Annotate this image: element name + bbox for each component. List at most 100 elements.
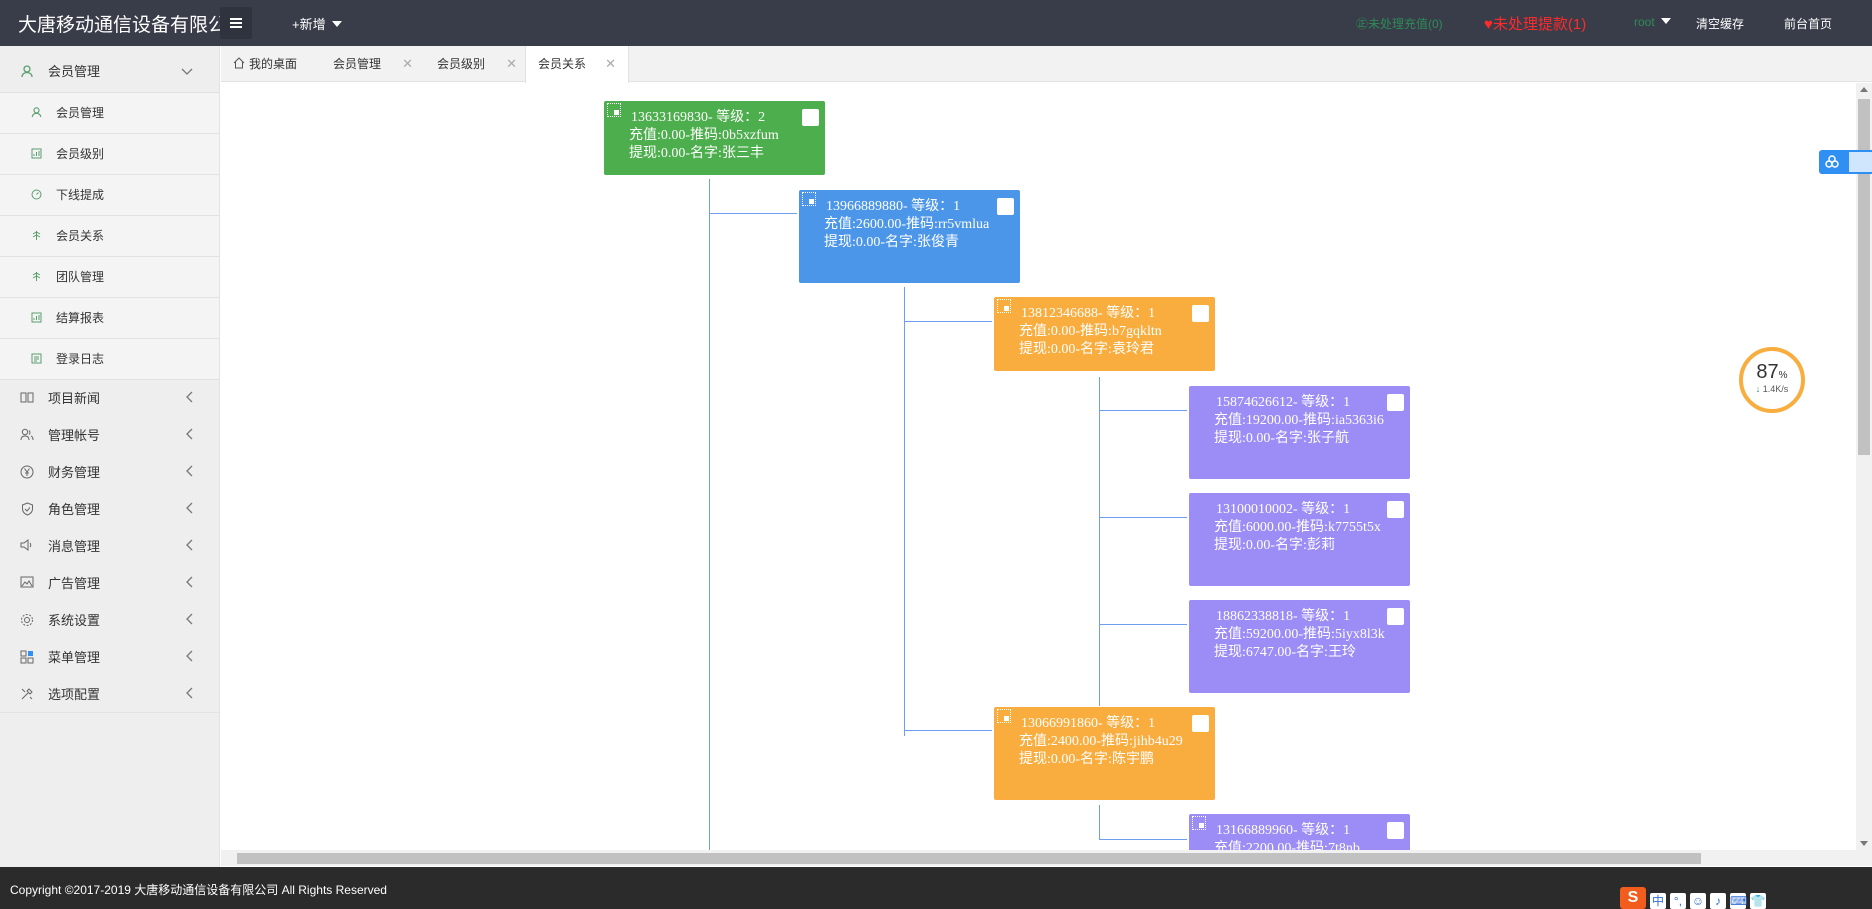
ime-emoji-icon[interactable]: ☺ xyxy=(1690,893,1706,909)
ime-toolbar[interactable]: S 中 °, ☺ ♪ ⌨ 👕 xyxy=(1620,887,1766,909)
node-title: 13966889880- 等级：1 xyxy=(826,199,961,214)
node-checkbox[interactable] xyxy=(1192,715,1209,732)
node-checkbox[interactable] xyxy=(1192,305,1209,322)
node-title: 13812346688- 等级：1 xyxy=(1021,306,1156,321)
tree-node[interactable]: 13812346688- 等级：1 充值:0.00-推码:b7gqkltn 提现… xyxy=(994,297,1215,371)
tree-connector xyxy=(1099,410,1187,411)
yen-icon xyxy=(20,465,34,479)
ime-keyboard-icon[interactable]: ⌨ xyxy=(1730,893,1748,909)
node-withdraw: 提现:0.00-名字:张子航 xyxy=(1214,431,1349,446)
tab-member-level[interactable]: 会员级别 ✕ xyxy=(425,46,529,82)
chevron-left-icon xyxy=(185,676,193,713)
gear-icon xyxy=(20,613,34,627)
tree-node[interactable]: 15874626612- 等级：1 充值:19200.00-推码:ia5363i… xyxy=(1189,386,1410,479)
sidebar-item-login-log[interactable]: 登录日志 xyxy=(0,339,219,380)
sidebar-item-label: 下线提成 xyxy=(56,188,105,202)
expand-icon[interactable] xyxy=(607,103,621,117)
scroll-up-arrow-icon[interactable] xyxy=(1860,87,1868,92)
horizontal-scrollbar[interactable] xyxy=(221,850,1872,866)
sidebar-group-label: 管理帐号 xyxy=(48,428,101,443)
tab-bar: 我的桌面 会员管理 ✕ 会员级别 ✕ 会员关系 ✕ xyxy=(221,46,1872,83)
chevron-left-icon xyxy=(185,380,193,417)
sidebar-item-member-relation[interactable]: 会员关系 xyxy=(0,216,219,257)
network-speed-widget[interactable]: 87% ↓ 1.4K/s xyxy=(1739,347,1805,413)
node-recharge: 充值:2200.00-推码:7t8nb xyxy=(1214,841,1360,850)
sidebar-group-messages[interactable]: 消息管理 xyxy=(0,528,219,565)
sogou-ime-logo[interactable]: S xyxy=(1620,887,1646,909)
sidebar-item-team-manage[interactable]: 团队管理 xyxy=(0,257,219,298)
ime-punctuation-icon[interactable]: °, xyxy=(1670,893,1686,909)
sidebar-item-member-level[interactable]: 会员级别 xyxy=(0,134,219,175)
node-withdraw: 提现:0.00-名字:袁玲君 xyxy=(1019,342,1154,357)
expand-icon[interactable] xyxy=(802,192,816,206)
tree-node[interactable]: 13100010002- 等级：1 充值:6000.00-推码:k7755t5x… xyxy=(1189,493,1410,586)
scrollbar-thumb[interactable] xyxy=(237,853,1701,864)
node-checkbox[interactable] xyxy=(1387,822,1404,839)
tree-connector xyxy=(904,321,992,322)
sidebar: 会员管理 会员管理 会员级别 下线提成 会员关系 团队管理 xyxy=(0,46,220,867)
tab-member-manage[interactable]: 会员管理 ✕ xyxy=(321,46,425,82)
node-checkbox[interactable] xyxy=(1387,394,1404,411)
front-home-link[interactable]: 前台首页 xyxy=(1784,17,1833,31)
speed-rate: 1.4K/s xyxy=(1762,384,1789,394)
close-icon[interactable]: ✕ xyxy=(506,56,517,71)
add-new-label: +新增 xyxy=(292,17,326,32)
sidebar-group-label: 菜单管理 xyxy=(48,650,101,665)
sidebar-item-member-manage[interactable]: 会员管理 xyxy=(0,93,219,134)
sidebar-group-ads[interactable]: 广告管理 xyxy=(0,565,219,602)
add-new-menu[interactable]: +新增 xyxy=(292,14,342,33)
node-title: 13066991860- 等级：1 xyxy=(1021,716,1156,731)
cloud-sidebar-widget[interactable] xyxy=(1819,150,1872,174)
node-checkbox[interactable] xyxy=(1387,501,1404,518)
expand-icon[interactable] xyxy=(1192,816,1206,830)
news-icon xyxy=(20,391,34,405)
tree-node[interactable]: 13066991860- 等级：1 充值:2400.00-推码:jihb4u29… xyxy=(994,707,1215,800)
sidebar-group-admin-accounts[interactable]: 管理帐号 xyxy=(0,417,219,454)
ime-chinese-icon[interactable]: 中 xyxy=(1650,893,1666,909)
member-tree: 13633169830- 等级：2 充值:0.00-推码:0b5xzfum 提现… xyxy=(221,83,1851,850)
sidebar-item-downline-commission[interactable]: 下线提成 xyxy=(0,175,219,216)
scrollbar-thumb[interactable] xyxy=(1858,99,1870,455)
tree-node[interactable]: 18862338818- 等级：1 充值:59200.00-推码:5iyx8l3… xyxy=(1189,600,1410,693)
node-checkbox[interactable] xyxy=(1387,608,1404,625)
sidebar-group-roles[interactable]: 角色管理 xyxy=(0,491,219,528)
node-title: 13166889960- 等级：1 xyxy=(1216,823,1351,838)
tree-node[interactable]: 13633169830- 等级：2 充值:0.00-推码:0b5xzfum 提现… xyxy=(604,101,825,175)
pending-withdraw-link[interactable]: ♥未处理提款(1) xyxy=(1484,16,1587,33)
ime-voice-icon[interactable]: ♪ xyxy=(1710,893,1726,909)
chevron-left-icon xyxy=(185,602,193,639)
node-checkbox[interactable] xyxy=(997,198,1014,215)
chevron-left-icon xyxy=(185,417,193,454)
sidebar-group-member[interactable]: 会员管理 xyxy=(0,51,219,93)
dashboard-icon xyxy=(30,189,42,201)
close-icon[interactable]: ✕ xyxy=(605,56,616,71)
vertical-scrollbar[interactable] xyxy=(1856,83,1872,850)
pending-recharge-link[interactable]: ㊣未处理充值(0) xyxy=(1356,17,1443,31)
node-recharge: 充值:19200.00-推码:ia5363i6 xyxy=(1214,413,1384,428)
sidebar-item-settlement-report[interactable]: 结算报表 xyxy=(0,298,219,339)
ime-skin-icon[interactable]: 👕 xyxy=(1750,893,1766,909)
tab-label: 会员管理 xyxy=(333,57,382,71)
sidebar-toggle-button[interactable] xyxy=(220,7,252,39)
tree-node[interactable]: 13966889880- 等级：1 充值:2600.00-推码:rr5vmlua… xyxy=(799,190,1020,283)
sidebar-group-menu-manage[interactable]: 菜单管理 xyxy=(0,639,219,676)
expand-icon[interactable] xyxy=(997,709,1011,723)
node-withdraw: 提现:0.00-名字:陈宇鹏 xyxy=(1019,752,1154,767)
sidebar-group-news[interactable]: 项目新闻 xyxy=(0,380,219,417)
user-menu[interactable]: root xyxy=(1634,15,1671,29)
tree-node[interactable]: 13166889960- 等级：1 充值:2200.00-推码:7t8nb xyxy=(1189,814,1410,850)
expand-icon[interactable] xyxy=(997,299,1011,313)
sidebar-group-system-settings[interactable]: 系统设置 xyxy=(0,602,219,639)
sidebar-group-finance[interactable]: 财务管理 xyxy=(0,454,219,491)
tab-member-relation[interactable]: 会员关系 ✕ xyxy=(525,46,629,83)
tab-my-desktop[interactable]: 我的桌面 xyxy=(221,46,321,82)
chevron-left-icon xyxy=(185,565,193,602)
down-arrow-icon: ↓ xyxy=(1755,384,1761,394)
scroll-down-arrow-icon[interactable] xyxy=(1860,841,1868,846)
close-icon[interactable]: ✕ xyxy=(402,56,413,71)
node-withdraw: 提现:0.00-名字:张三丰 xyxy=(629,146,764,161)
sidebar-group-options[interactable]: 选项配置 xyxy=(0,676,219,713)
node-checkbox[interactable] xyxy=(802,109,819,126)
clear-cache-link[interactable]: 清空缓存 xyxy=(1696,17,1745,31)
user-name: root xyxy=(1634,15,1655,29)
